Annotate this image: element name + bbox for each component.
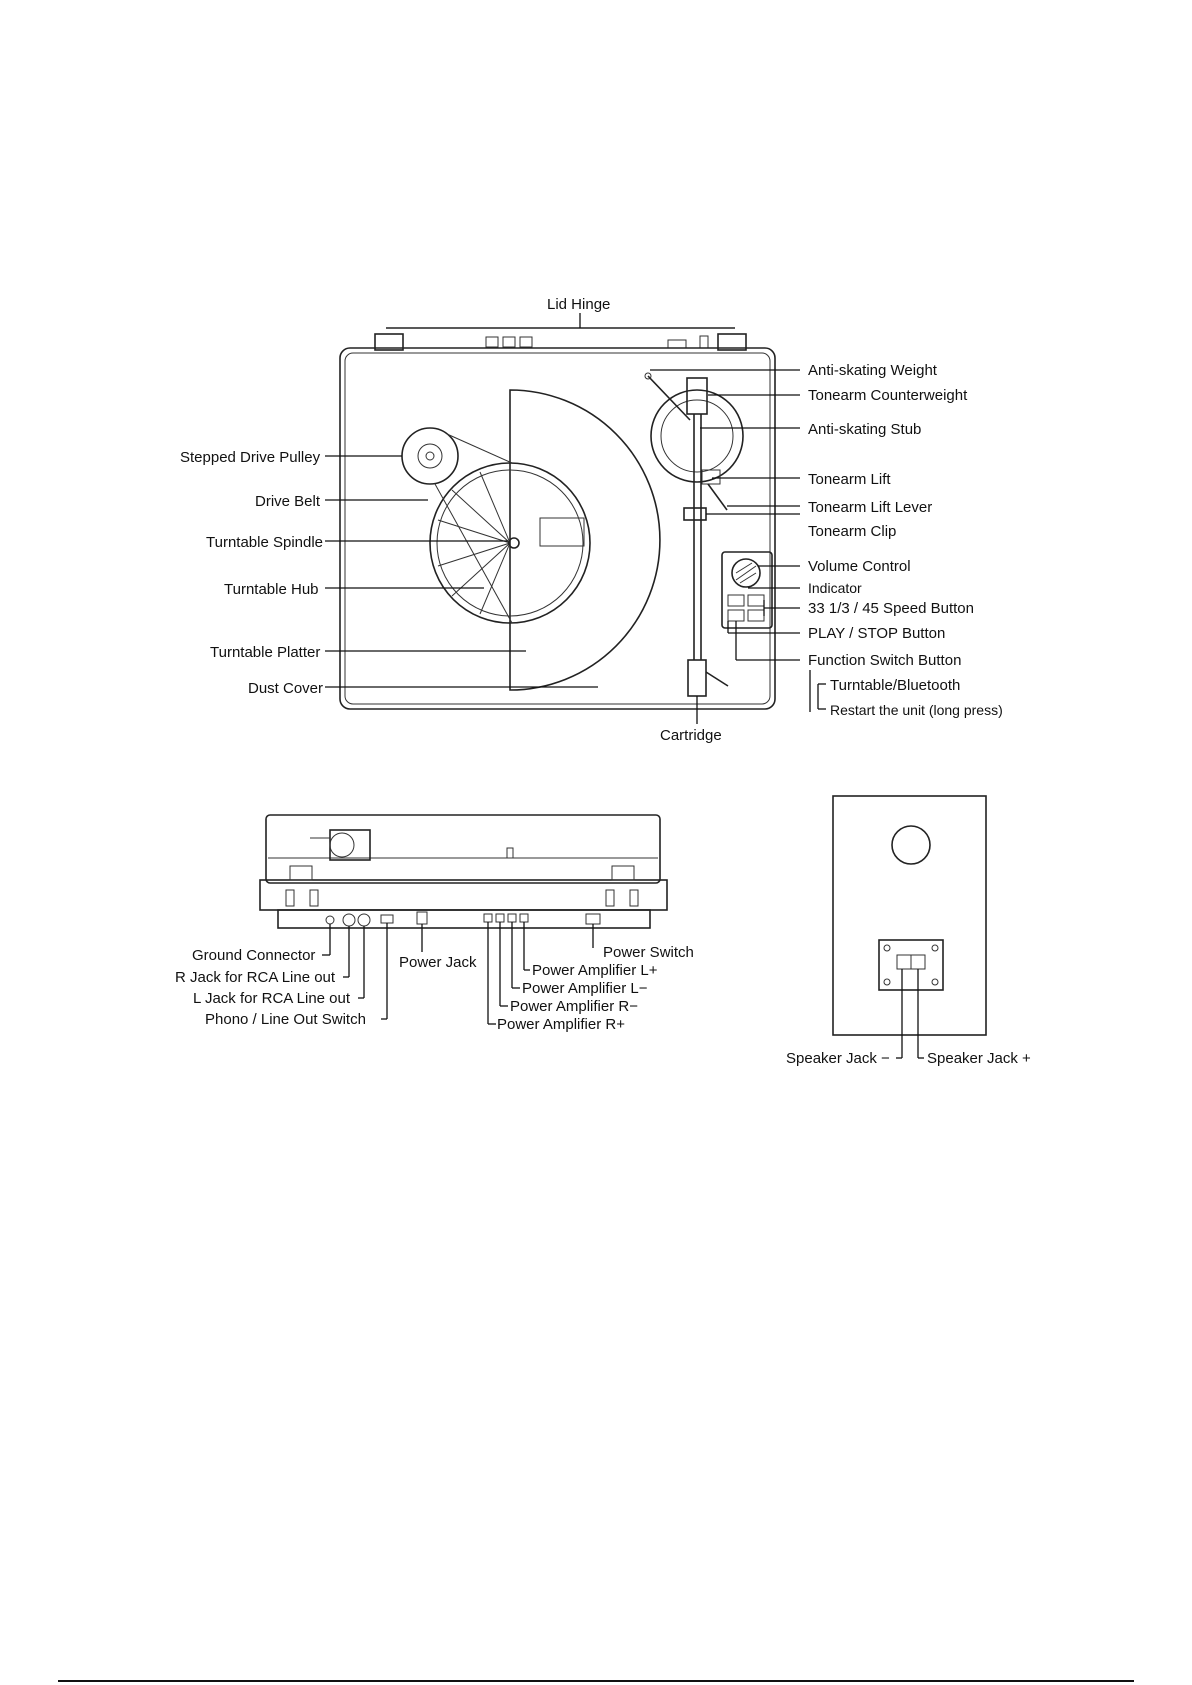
- speaker-leaders: [896, 969, 924, 1059]
- page-bottom-rule: [58, 1680, 1134, 1682]
- label-dust-cover: Dust Cover: [248, 680, 323, 697]
- label-volume-control: Volume Control: [808, 558, 911, 575]
- label-r-jack: R Jack for RCA Line out: [175, 969, 336, 986]
- r-rca-jack: [342, 913, 356, 927]
- label-l-jack: L Jack for RCA Line out: [193, 990, 351, 1007]
- power-jack: [416, 911, 428, 925]
- speed-button-33: [747, 594, 765, 607]
- turntable-platter-outline: [429, 462, 511, 624]
- top-view-drawing: [339, 327, 776, 710]
- speaker-terminal-plate: [878, 939, 944, 991]
- label-turntable-hub: Turntable Hub: [224, 581, 319, 598]
- tonearm-base: [650, 389, 744, 483]
- phono-line-switch: [380, 914, 394, 924]
- drive-belt: [434, 483, 513, 624]
- label-amp-r-plus: Power Amplifier R+: [497, 1016, 625, 1033]
- label-speaker-jack-minus: Speaker Jack −: [786, 1050, 890, 1067]
- volume-control: [731, 558, 761, 588]
- label-stepped-drive-pulley: Stepped Drive Pulley: [180, 449, 321, 466]
- label-speaker-jack-plus: Speaker Jack +: [927, 1050, 1031, 1067]
- label-turntable-spindle: Turntable Spindle: [206, 534, 323, 551]
- label-function-switch-button: Function Switch Button: [808, 652, 961, 669]
- label-ground-connector: Ground Connector: [192, 947, 315, 964]
- label-lid-hinge: Lid Hinge: [547, 296, 610, 313]
- lid-hinge-right: [717, 333, 747, 351]
- label-turntable-platter: Turntable Platter: [210, 644, 320, 661]
- turntable-body: [339, 347, 776, 710]
- speed-button-45: [747, 609, 765, 622]
- label-cartridge: Cartridge: [660, 727, 722, 744]
- label-anti-skating-weight: Anti-skating Weight: [808, 362, 938, 379]
- rear-cover: [265, 814, 661, 884]
- label-amp-l-minus: Power Amplifier L−: [522, 980, 648, 997]
- cartridge: [687, 659, 707, 697]
- label-amp-r-minus: Power Amplifier R−: [510, 998, 638, 1015]
- tonearm-clip: [683, 507, 707, 521]
- top-view-leaders: [325, 313, 826, 724]
- play-stop-button: [727, 609, 745, 622]
- turntable-spindle: [508, 537, 520, 549]
- label-drive-belt: Drive Belt: [255, 493, 321, 510]
- label-tonearm-counterweight: Tonearm Counterweight: [808, 387, 968, 404]
- label-anti-skating-stub: Anti-skating Stub: [808, 421, 921, 438]
- l-rca-jack: [357, 913, 371, 927]
- anti-skating-weight: [647, 375, 691, 421]
- lid-hinge-left: [374, 333, 404, 351]
- label-tonearm-clip: Tonearm Clip: [808, 523, 896, 540]
- label-tonearm-lift: Tonearm Lift: [808, 471, 891, 488]
- function-switch-button: [727, 594, 745, 607]
- speaker-port: [891, 825, 931, 865]
- stepped-drive-pulley: [401, 427, 459, 485]
- label-play-stop-button: PLAY / STOP Button: [808, 625, 945, 642]
- label-power-jack: Power Jack: [399, 954, 477, 971]
- rear-view-drawing: [259, 814, 668, 929]
- rear-panel: [277, 909, 651, 929]
- speaker-cabinet: [832, 795, 987, 1036]
- rear-view-leaders: [322, 922, 594, 1025]
- label-restart-unit: Restart the unit (long press): [830, 702, 1003, 718]
- dust-cover-outline: [509, 389, 661, 691]
- tonearm-counterweight: [686, 377, 708, 415]
- label-speed-button: 33 1/3 / 45 Speed Button: [808, 600, 974, 617]
- power-switch: [585, 913, 601, 925]
- label-phono-line-switch: Phono / Line Out Switch: [205, 1011, 366, 1028]
- speaker-rear-drawing: [832, 795, 987, 1036]
- label-indicator: Indicator: [808, 580, 862, 596]
- turntable-hub-outline: [509, 462, 591, 624]
- control-panel: [721, 551, 773, 629]
- ground-connector: [325, 915, 335, 925]
- label-power-switch: Power Switch: [603, 944, 694, 961]
- label-amp-l-plus: Power Amplifier L+: [532, 962, 658, 979]
- label-tonearm-lift-lever: Tonearm Lift Lever: [808, 499, 932, 516]
- label-turntable-bluetooth: Turntable/Bluetooth: [830, 677, 960, 694]
